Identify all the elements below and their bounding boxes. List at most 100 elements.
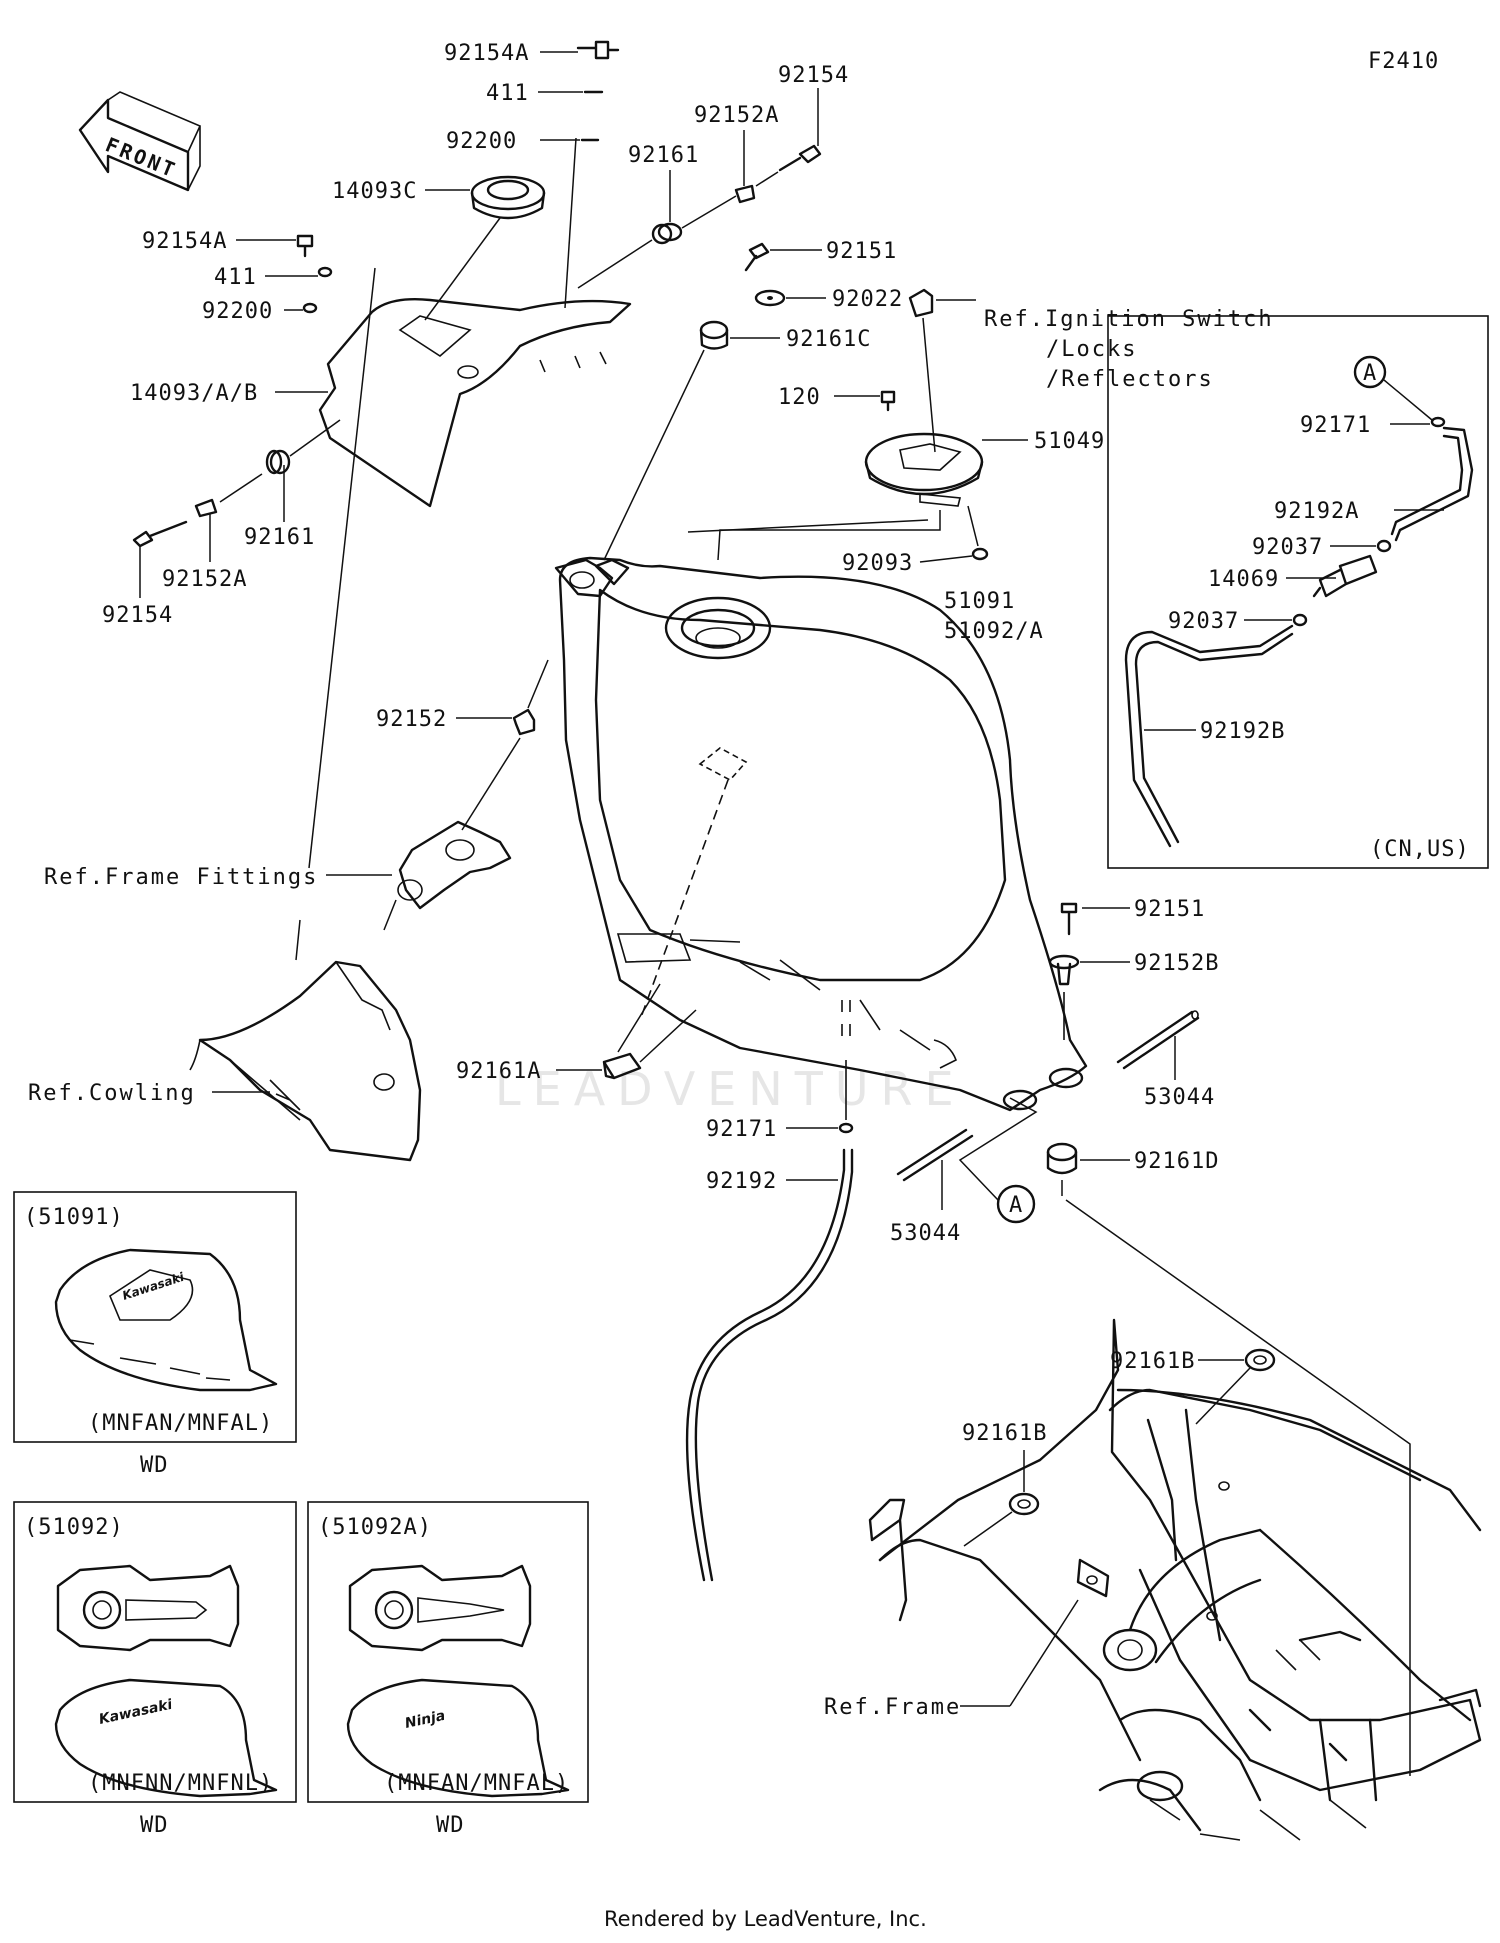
label-A-inset: A <box>1363 361 1377 386</box>
grommet-92161C-icon <box>603 320 780 561</box>
label-14069: 14069 <box>1208 567 1279 592</box>
label-92200-top: 92200 <box>446 129 517 154</box>
inset-parts <box>1124 355 1474 848</box>
frame-icon <box>868 1318 1482 1841</box>
variant-tank-51092-icon: Kawasaki <box>54 1564 278 1798</box>
label-92161B-mid: 92161B <box>962 1421 1047 1446</box>
variant-tank-51091-icon: Kawasaki <box>54 1248 278 1392</box>
damper-92161D-icon <box>1046 1142 1411 1776</box>
label-92152B: 92152B <box>1134 951 1219 976</box>
label-cn-us: (CN,US) <box>1370 837 1470 862</box>
cowling-icon <box>189 267 422 1162</box>
callout-labels: 92154A 411 92200 14093C 92154 92152A 921… <box>102 41 1470 1446</box>
label-A-bot: A <box>1009 1193 1023 1218</box>
screw-120-icon <box>834 390 896 412</box>
footer-credit: Rendered by LeadVenture, Inc. <box>604 1907 927 1931</box>
label-411-left: 411 <box>214 265 257 290</box>
label-92192: 92192 <box>706 1169 777 1194</box>
label-92161-mid: 92161 <box>244 525 315 550</box>
watermark: LEADVENTURE <box>495 1062 966 1116</box>
ref-ignition-line2: /Locks <box>1046 337 1137 362</box>
hardware-stack-top <box>538 40 620 142</box>
hardware-stack-left <box>236 234 333 314</box>
variant-tank-51092A-icon: Ninja <box>346 1564 570 1798</box>
label-92093: 92093 <box>842 551 913 576</box>
variant-box-51092 <box>13 1501 297 1803</box>
grommet-92161-mid-icon <box>265 419 341 522</box>
label-92152: 92152 <box>376 707 447 732</box>
variant-note-51092A: WD <box>436 1813 465 1838</box>
ref-ignition-line3: /Reflectors <box>1046 367 1214 392</box>
bolt-92151-top-icon <box>744 242 822 272</box>
variant-box-51092A <box>307 1501 589 1803</box>
label-120: 120 <box>778 385 821 410</box>
variant-part-51092: (51092) <box>24 1515 124 1540</box>
label-92152A-mid: 92152A <box>162 567 247 592</box>
label-411-top: 411 <box>486 81 529 106</box>
label-14093C: 14093C <box>332 179 417 204</box>
ref-circle-A-bot-icon <box>958 1097 1038 1224</box>
ref-cowling: Ref.Cowling <box>28 1081 196 1106</box>
ref-frame-fittings: Ref.Frame Fittings <box>44 865 318 890</box>
rod-53044-bot-icon <box>896 1128 974 1210</box>
label-92154A-top: 92154A <box>444 41 529 66</box>
front-arrow-icon: FRONT <box>78 91 202 192</box>
label-92161B-top: 92161B <box>1110 1349 1195 1374</box>
label-92171-inset: 92171 <box>1300 413 1371 438</box>
grommet-92161B-top-icon <box>1195 1348 1276 1425</box>
variant-note-51092: WD <box>140 1813 169 1838</box>
label-53044-bot: 53044 <box>890 1221 961 1246</box>
variant-models-51092: (MNFNN/MNFNL) <box>88 1771 273 1796</box>
label-53044-right: 53044 <box>1144 1085 1215 1110</box>
bolt-92154-top-icon <box>755 88 822 187</box>
front-label: FRONT <box>102 132 181 182</box>
block-92161A-icon <box>556 983 697 1080</box>
variant-captions: (51091) (MNFAN/MNFAL) WD (51092) (MNFNN/… <box>24 1205 569 1838</box>
label-92154-bot: 92154 <box>102 603 173 628</box>
svg-text:Kawasaki: Kawasaki <box>121 1270 187 1303</box>
hose-92192-icon <box>685 1148 854 1582</box>
collar-92152A-top-icon <box>681 130 756 229</box>
ref-frame: Ref.Frame <box>824 1695 961 1720</box>
label-92151-top: 92151 <box>826 239 897 264</box>
label-92171-bot: 92171 <box>706 1117 777 1142</box>
collar-92152B-icon <box>1048 954 1130 1040</box>
label-92037-a: 92037 <box>1252 535 1323 560</box>
label-92161C: 92161C <box>786 327 871 352</box>
grommet-92161-top-icon <box>577 170 683 289</box>
svg-text:Kawasaki: Kawasaki <box>98 1697 174 1728</box>
rod-53044-right-icon <box>1116 1010 1200 1080</box>
variant-models-51091: (MNFAN/MNFAL) <box>88 1411 273 1436</box>
washer-92022-icon <box>754 289 826 307</box>
label-92022: 92022 <box>832 287 903 312</box>
variant-part-51092A: (51092A) <box>318 1515 432 1540</box>
cap-assembly-51049-icon <box>864 288 1028 507</box>
cap-14093C-icon <box>424 175 546 321</box>
label-92037-b: 92037 <box>1168 609 1239 634</box>
inset-cn-us-box <box>1107 315 1489 869</box>
variant-models-51092A: (MNFAN/MNFAL) <box>384 1771 569 1796</box>
label-14093AB: 14093/A/B <box>130 381 258 406</box>
label-92192A: 92192A <box>1274 499 1359 524</box>
label-92192B: 92192B <box>1200 719 1285 744</box>
label-51049: 51049 <box>1034 429 1105 454</box>
label-92161D: 92161D <box>1134 1149 1219 1174</box>
fuel-tank-51091-icon <box>554 510 1088 1112</box>
gasket-92093-icon <box>919 505 989 563</box>
label-92152A-top: 92152A <box>694 103 779 128</box>
label-92154A-left: 92154A <box>142 229 227 254</box>
figure-code: F2410 <box>1368 49 1439 74</box>
svg-text:Ninja: Ninja <box>404 1708 447 1732</box>
label-92151-right: 92151 <box>1134 897 1205 922</box>
variant-part-51091: (51091) <box>24 1205 124 1230</box>
label-51092A: 51092/A <box>944 619 1044 644</box>
label-92161-top: 92161 <box>628 143 699 168</box>
variant-note-51091: WD <box>140 1453 169 1478</box>
reference-labels: Ref.Ignition Switch /Locks /Reflectors R… <box>28 307 1272 1720</box>
bolt-92151-right-icon <box>1060 902 1130 936</box>
grommet-92161B-mid-icon <box>963 1450 1040 1547</box>
label-51091: 51091 <box>944 589 1015 614</box>
bolt-92154-bot-icon <box>132 520 188 598</box>
